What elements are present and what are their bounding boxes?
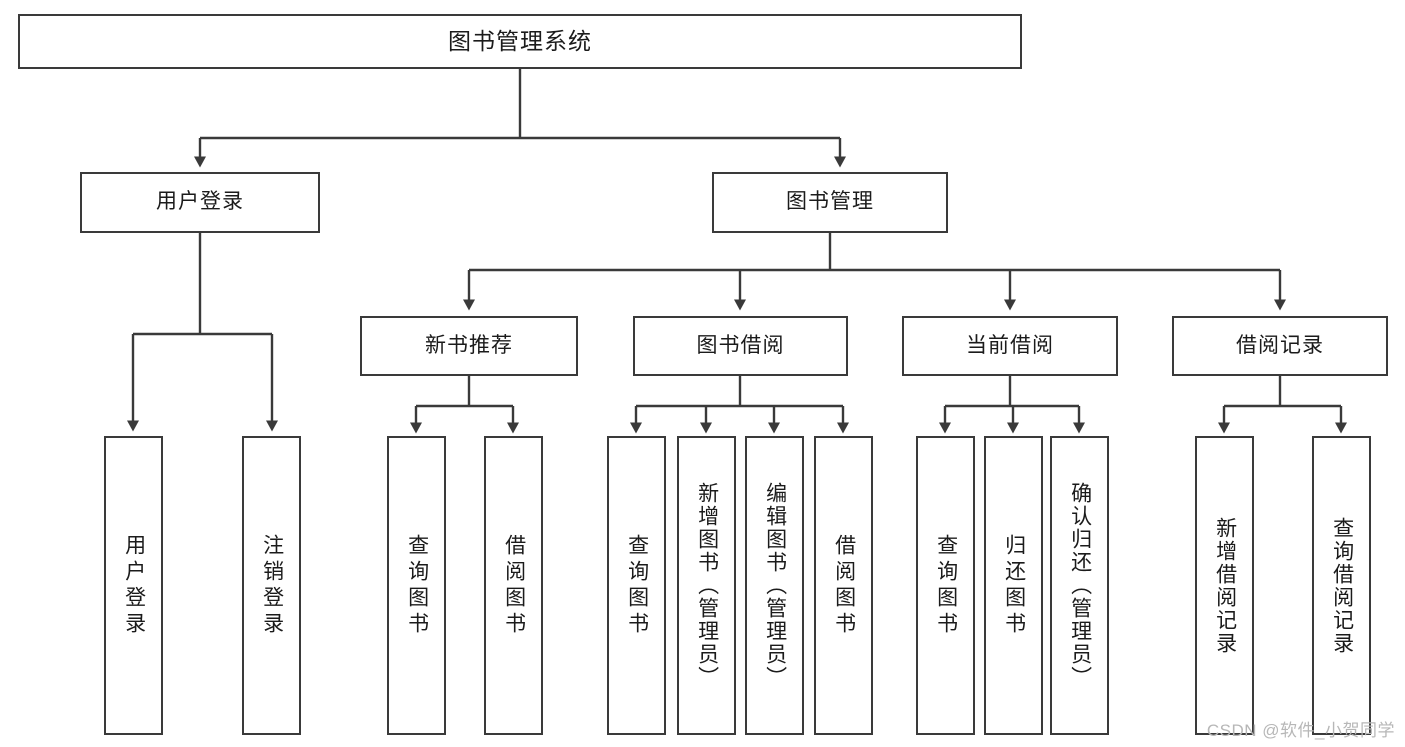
node-leaf-edit-book-admin[interactable]: 编辑图书（管理员）: [745, 436, 804, 735]
node-borrow-record[interactable]: 借阅记录: [1172, 316, 1388, 376]
node-leaf-borrow-book-recommend[interactable]: 借阅图书: [484, 436, 543, 735]
node-leaf-add-borrow-record[interactable]: 新增借阅记录: [1195, 436, 1254, 735]
node-leaf-return-book[interactable]: 归还图书: [984, 436, 1043, 735]
csdn-watermark: CSDN @软件_小贺同学: [1206, 721, 1395, 740]
node-current-borrow[interactable]: 当前借阅: [902, 316, 1118, 376]
node-leaf-confirm-return-admin[interactable]: 确认归还（管理员）: [1050, 436, 1109, 735]
node-leaf-borrow-book[interactable]: 借阅图书: [814, 436, 873, 735]
node-leaf-query-borrow-record[interactable]: 查询借阅记录: [1312, 436, 1371, 735]
node-leaf-logout-login[interactable]: 注销登录: [242, 436, 301, 735]
node-user-login[interactable]: 用户登录: [80, 172, 320, 233]
node-new-book-recommend[interactable]: 新书推荐: [360, 316, 578, 376]
node-book-management[interactable]: 图书管理: [712, 172, 948, 233]
node-leaf-query-book-recommend[interactable]: 查询图书: [387, 436, 446, 735]
node-leaf-query-book-borrow[interactable]: 查询图书: [607, 436, 666, 735]
node-leaf-add-book-admin[interactable]: 新增图书（管理员）: [677, 436, 736, 735]
node-book-borrow[interactable]: 图书借阅: [633, 316, 848, 376]
node-leaf-query-book-current[interactable]: 查询图书: [916, 436, 975, 735]
node-leaf-user-login[interactable]: 用户登录: [104, 436, 163, 735]
node-root-book-management-system[interactable]: 图书管理系统: [18, 14, 1022, 69]
